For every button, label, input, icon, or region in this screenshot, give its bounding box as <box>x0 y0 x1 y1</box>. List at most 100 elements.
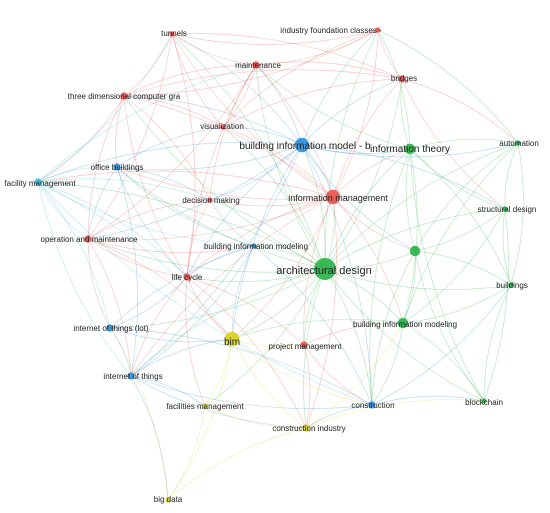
node-op_maint[interactable] <box>84 235 92 243</box>
edge-arch_design-op_maint <box>87 238 326 273</box>
edge-facility_mgmt-tunnels <box>37 33 173 183</box>
node-bim[interactable] <box>224 331 240 347</box>
edge-bim_b-bim <box>231 144 303 340</box>
edge-automation-structural_design <box>504 142 519 210</box>
node-life_cycle[interactable] <box>183 273 191 281</box>
node-three_d[interactable] <box>120 92 128 100</box>
edge-info_mgmt-maintenance <box>255 64 334 198</box>
edge-info_theory-buildings <box>409 148 512 286</box>
edge-three_d-visualization <box>123 95 224 128</box>
edge-info_theory-blockchain <box>409 148 485 402</box>
edge-tunnels-visualization <box>171 33 224 128</box>
edge-arch_design-project_mgmt <box>303 268 326 346</box>
edge-bim_modeling_green-automation <box>402 142 519 324</box>
edge-info_mgmt-visualization <box>222 126 334 198</box>
edge-green_unlabeled-automation <box>414 142 519 252</box>
node-ifc[interactable] <box>375 27 381 33</box>
node-bim_modeling_blue[interactable] <box>251 243 257 249</box>
node-maintenance[interactable] <box>252 61 260 69</box>
edge-info_mgmt-decision_making <box>209 196 334 207</box>
node-tunnels[interactable] <box>169 31 175 37</box>
node-visualization[interactable] <box>220 124 226 130</box>
edge-office_buildings-iot <box>116 166 138 377</box>
node-arch_design[interactable] <box>314 258 336 280</box>
edge-office_buildings-decision_making <box>116 166 211 201</box>
node-iot[interactable] <box>127 372 135 380</box>
node-label-project_mgmt: project management <box>269 342 343 351</box>
edge-construction_industry-bim_modeling_green <box>305 322 404 429</box>
edge-bim_b-decision_making <box>209 144 303 201</box>
node-facilities_mgmt[interactable] <box>202 403 208 409</box>
node-label-three_d: three dimensional computer gra <box>68 92 181 101</box>
edge-arch_design-tunnels <box>171 33 326 270</box>
node-label-facilities_mgmt: facilities management <box>166 402 244 411</box>
edge-bim_modeling_blue-decision_making <box>209 199 255 247</box>
edge-bim_b-life_cycle <box>186 144 303 278</box>
edge-arch_design-blockchain <box>324 268 485 402</box>
edge-arch_design-bim_b <box>301 144 326 270</box>
node-construction_industry[interactable] <box>302 424 310 432</box>
edge-three_d-office_buildings <box>115 95 125 168</box>
edge-tunnels-three_d <box>123 33 173 97</box>
edge-three_d-op_maint <box>87 95 125 240</box>
edge-iot_lot-bim <box>109 327 233 343</box>
edge-facility_mgmt-bim <box>37 181 233 340</box>
node-label-office_buildings: office buildings <box>91 163 144 172</box>
edge-green_unlabeled-structural_design <box>414 208 506 252</box>
edge-project_mgmt-construction_industry <box>303 344 311 429</box>
edge-info_theory-maintenance <box>255 64 411 150</box>
edge-construction-construction_industry <box>305 404 373 429</box>
edge-buildings-structural_design <box>502 208 512 286</box>
edge-bim_modeling_blue-iot_lot <box>109 245 255 329</box>
edge-bim-construction_industry <box>231 338 307 429</box>
edge-info_mgmt-bim <box>231 196 334 340</box>
edge-info_mgmt-construction_industry <box>305 196 337 429</box>
edge-construction_industry-big_data <box>167 427 307 501</box>
edge-arch_design-construction <box>324 268 373 406</box>
node-office_buildings[interactable] <box>113 163 121 171</box>
edge-office_buildings-life_cycle <box>116 166 188 278</box>
edge-bim-construction <box>231 338 373 406</box>
edge-ifc-bridges <box>377 29 403 80</box>
edge-bim_modeling_green-bim <box>231 318 404 340</box>
node-automation[interactable] <box>515 140 521 146</box>
node-structural_design[interactable] <box>502 206 508 212</box>
edge-info_theory-automation <box>409 138 519 150</box>
node-label-bim: bim <box>224 337 240 348</box>
edge-bridges-visualization <box>222 78 403 128</box>
node-blockchain[interactable] <box>481 398 487 404</box>
edge-arch_design-bim <box>231 268 326 340</box>
node-info_mgmt[interactable] <box>325 189 341 205</box>
edge-bim_b-info_theory <box>301 144 411 154</box>
node-big_data[interactable] <box>165 497 171 503</box>
edge-info_mgmt-bridges <box>332 78 403 198</box>
edge-arch_design-iot <box>130 268 326 377</box>
node-facility_mgmt[interactable] <box>34 178 42 186</box>
edge-automation-ifc <box>377 29 519 144</box>
edge-ifc-three_d <box>123 29 379 97</box>
edge-maintenance-tunnels <box>171 33 257 66</box>
node-info_theory[interactable] <box>404 143 416 155</box>
edge-op_maint-bim <box>87 238 233 340</box>
node-bridges[interactable] <box>398 75 406 83</box>
node-bim_modeling_green[interactable] <box>397 317 409 329</box>
edge-construction_industry-facilities_mgmt <box>204 405 307 429</box>
node-label-info_theory: information theory <box>370 144 450 155</box>
node-construction[interactable] <box>368 401 376 409</box>
node-project_mgmt[interactable] <box>300 341 308 349</box>
edge-info_mgmt-green_unlabeled <box>332 196 416 252</box>
node-label-bim_modeling_blue: building information modeling <box>204 242 308 251</box>
edge-arch_design-facility_mgmt <box>37 181 326 270</box>
node-decision_making[interactable] <box>207 197 213 203</box>
node-buildings[interactable] <box>508 282 514 288</box>
node-bim_b[interactable] <box>294 137 310 153</box>
edge-three_d-bridges <box>123 69 403 97</box>
edge-maintenance-decision_making <box>209 64 257 201</box>
edge-arch_design-maintenance <box>255 64 326 270</box>
node-label-facility_mgmt: facility management <box>4 179 76 188</box>
node-green_unlabeled[interactable] <box>409 245 421 257</box>
edge-bim_b-iot <box>130 144 303 377</box>
edge-three_d-decision_making <box>123 95 211 201</box>
node-iot_lot[interactable] <box>106 324 114 332</box>
